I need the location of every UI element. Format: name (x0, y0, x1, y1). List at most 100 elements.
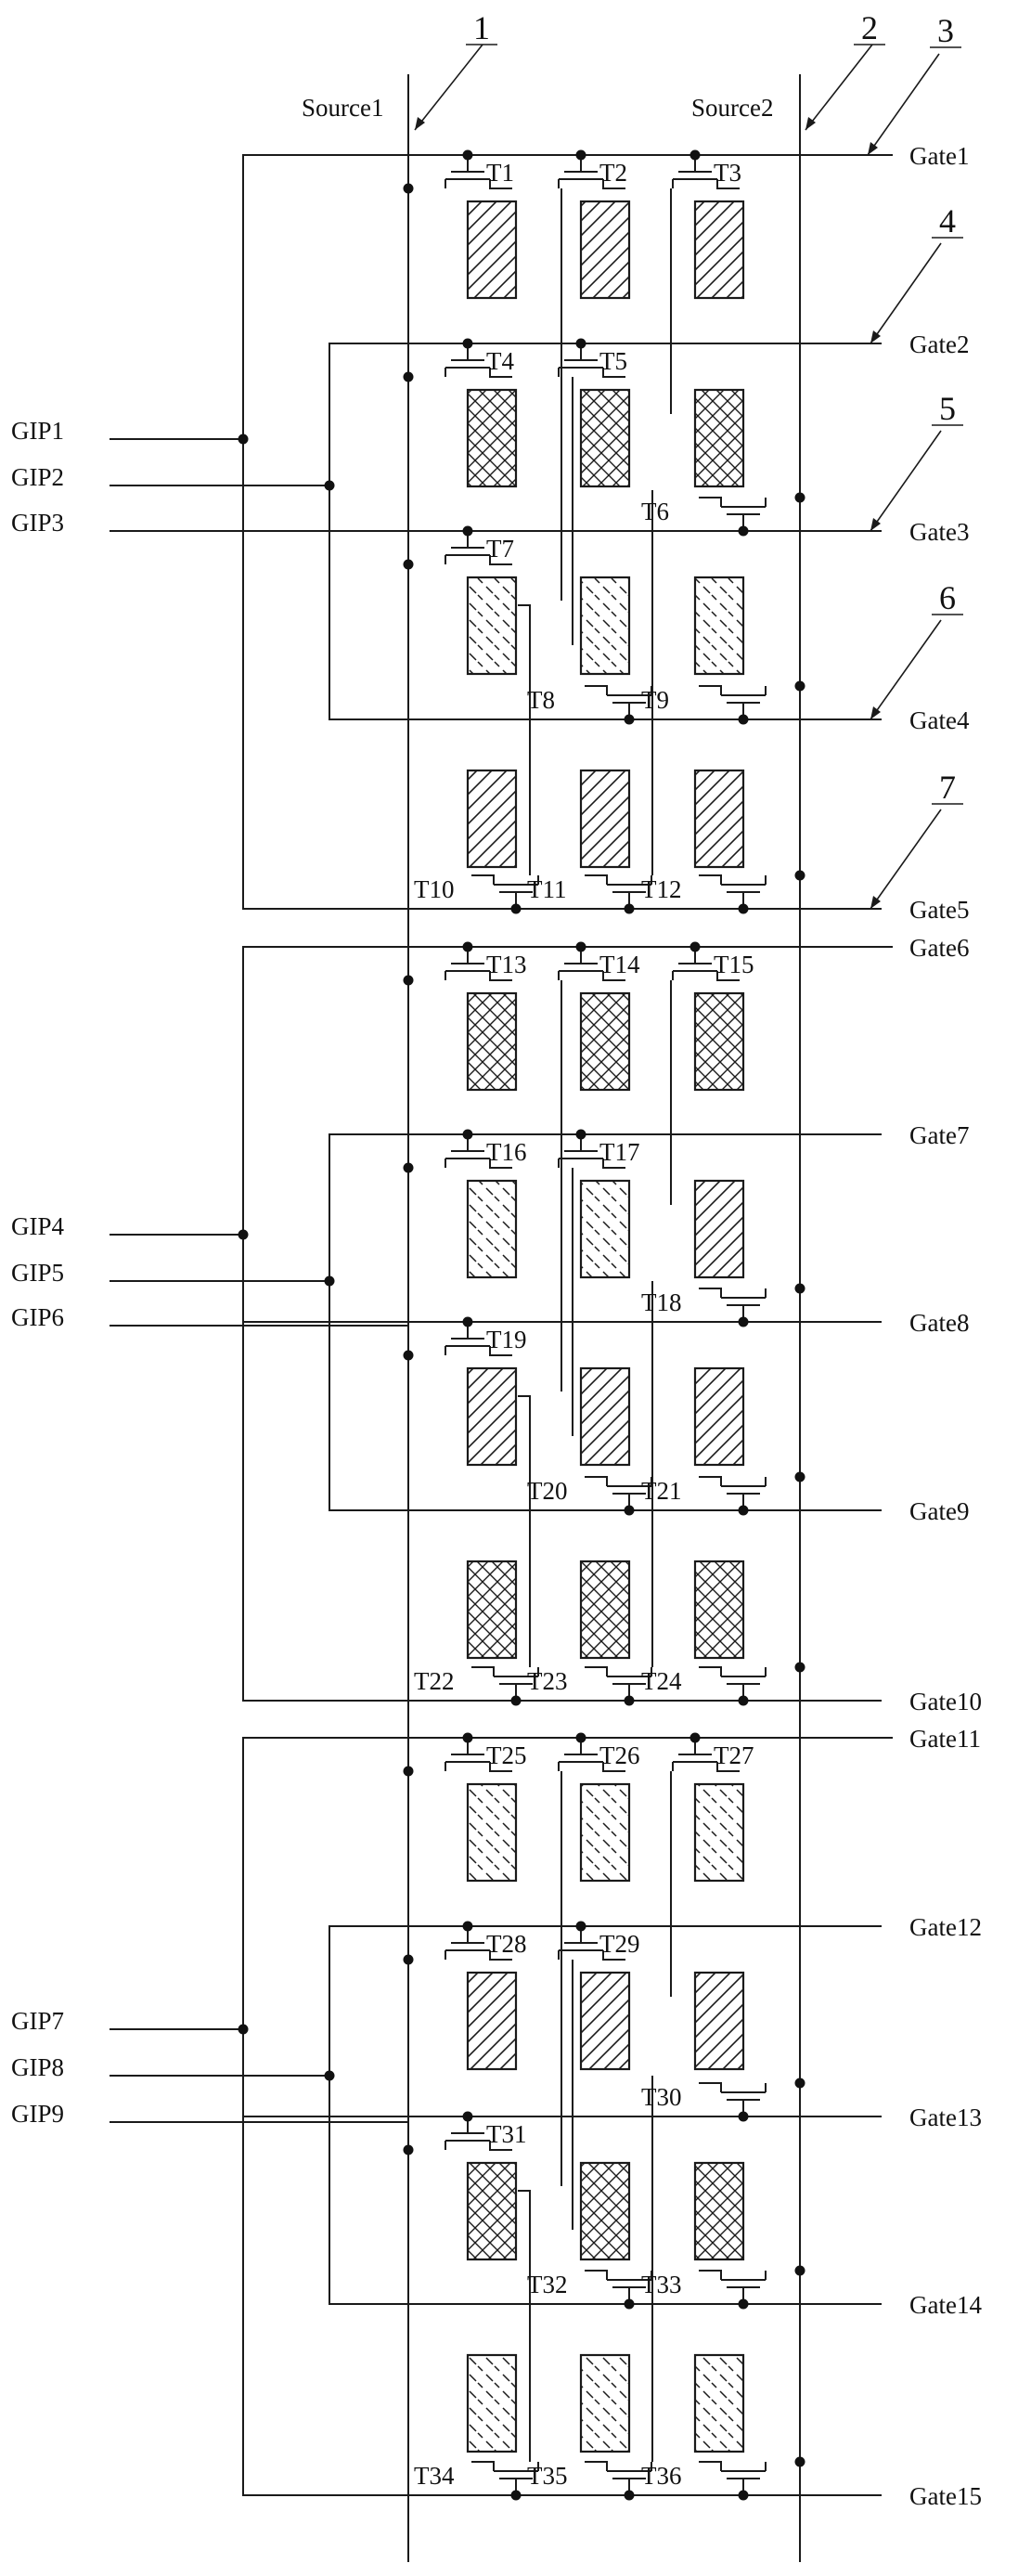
tft-gate-node-4 (462, 338, 473, 349)
pixel-7 (466, 576, 518, 676)
callout-leader-4 (870, 242, 942, 344)
callout-arrow-4 (870, 330, 881, 343)
data-route-e-2 (518, 1395, 531, 1667)
pixel-14 (579, 991, 631, 1092)
tft-gate-node-10 (510, 903, 522, 914)
pixel-18 (693, 1179, 745, 1279)
gate-label-12: Gate12 (909, 1913, 982, 1941)
gate-label-10: Gate10 (909, 1688, 982, 1715)
tft-gate-node-6 (738, 525, 749, 537)
transistor-label-18: T18 (641, 1288, 682, 1316)
tft-gate-node-31 (462, 2111, 473, 2122)
source2-node-8 (794, 2265, 805, 2276)
transistor-label-29: T29 (599, 1930, 640, 1958)
pixel-17 (579, 1179, 631, 1279)
transistor-label-16: T16 (486, 1138, 527, 1166)
source1-node-2 (403, 371, 414, 382)
gip-label-2: GIP2 (11, 463, 64, 491)
source1-node-1 (403, 183, 414, 194)
tft-gate-node-3 (689, 149, 701, 161)
callout-leader-2 (805, 44, 873, 131)
gip-junction-8 (324, 2070, 335, 2081)
tft-gate-node-5 (575, 338, 586, 349)
source2-node-6 (794, 1662, 805, 1673)
source1-node-5 (403, 1162, 414, 1173)
transistor-label-27: T27 (714, 1741, 754, 1769)
gip-junction-2 (324, 480, 335, 491)
pixel-12 (693, 769, 745, 869)
callout-arrow-2 (805, 117, 816, 130)
transistor-label-10: T10 (414, 875, 455, 903)
callout-leader-3 (867, 53, 940, 156)
tft-gate-node-27 (689, 1732, 701, 1743)
tft-gate-node-36 (738, 2490, 749, 2501)
gate-label-1: Gate1 (909, 142, 969, 170)
gip-label-4: GIP4 (11, 1212, 65, 1240)
tft-gate-node-26 (575, 1732, 586, 1743)
tft-gate-node-13 (462, 941, 473, 952)
gate-label-14: Gate14 (909, 2291, 982, 2319)
transistor-label-32: T32 (527, 2271, 568, 2298)
gate-label-5: Gate5 (909, 896, 969, 924)
pixel-13 (466, 991, 518, 1092)
callout-arrow-7 (870, 896, 881, 909)
transistor-label-36: T36 (641, 2462, 682, 2490)
callout-arrow-3 (868, 142, 878, 155)
pixel-28 (466, 1971, 518, 2071)
callout-leader-1 (414, 44, 483, 131)
transistor-label-33: T33 (641, 2271, 682, 2298)
tft-gate-node-7 (462, 525, 473, 537)
source2-node-9 (794, 2456, 805, 2467)
transistor-label-23: T23 (527, 1667, 568, 1695)
transistor-label-9: T9 (641, 686, 669, 714)
source1-node-6 (403, 1350, 414, 1361)
pixel-8 (579, 576, 631, 676)
gip-junction-5 (324, 1275, 335, 1287)
gip-label-8: GIP8 (11, 2053, 64, 2081)
pixel-34 (466, 2353, 518, 2453)
tft-gate-node-19 (462, 1316, 473, 1327)
pixel-11 (579, 769, 631, 869)
transistor-label-26: T26 (599, 1741, 640, 1769)
pixel-29 (579, 1971, 631, 2071)
transistor-label-30: T30 (641, 2083, 682, 2111)
gate-label-8: Gate8 (909, 1309, 969, 1337)
tft-gate-node-25 (462, 1732, 473, 1743)
tft-gate-node-8 (624, 714, 635, 725)
callout-number-6: 6 (939, 579, 956, 616)
data-route-e-3 (518, 2190, 531, 2462)
pixel-25 (466, 1782, 518, 1883)
pixel-9 (693, 576, 745, 676)
callout-number-7: 7 (939, 769, 956, 806)
pixel-21 (693, 1366, 745, 1467)
transistor-label-11: T11 (527, 875, 567, 903)
gate-label-6: Gate6 (909, 934, 969, 962)
transistor-label-12: T12 (641, 875, 682, 903)
source1-node-4 (403, 975, 414, 986)
gip-bus-outer-2 (242, 946, 893, 1702)
transistor-label-25: T25 (486, 1741, 527, 1769)
pixel-3 (693, 200, 745, 300)
callout-arrow-5 (870, 518, 881, 531)
tft-gate-node-21 (738, 1505, 749, 1516)
transistor-label-35: T35 (527, 2462, 568, 2490)
pixel-31 (466, 2161, 518, 2261)
source1-node-9 (403, 2144, 414, 2155)
pixel-15 (693, 991, 745, 1092)
callout-number-4: 4 (939, 202, 956, 239)
tft-gate-node-20 (624, 1505, 635, 1516)
pixel-32 (579, 2161, 631, 2261)
tft-gate-node-34 (510, 2490, 522, 2501)
gate-label-11: Gate11 (909, 1725, 981, 1753)
callout-arrow-6 (870, 706, 881, 719)
transistor-label-22: T22 (414, 1667, 455, 1695)
tft-gate-node-9 (738, 714, 749, 725)
transistor-label-4: T4 (486, 347, 514, 375)
callout-leader-7 (870, 809, 942, 910)
transistor-label-21: T21 (641, 1477, 682, 1505)
tft-gate-node-30 (738, 2111, 749, 2122)
callout-number-5: 5 (939, 390, 956, 427)
pixel-6 (693, 388, 745, 488)
tft-gate-node-11 (624, 903, 635, 914)
callout-number-2: 2 (861, 9, 878, 46)
